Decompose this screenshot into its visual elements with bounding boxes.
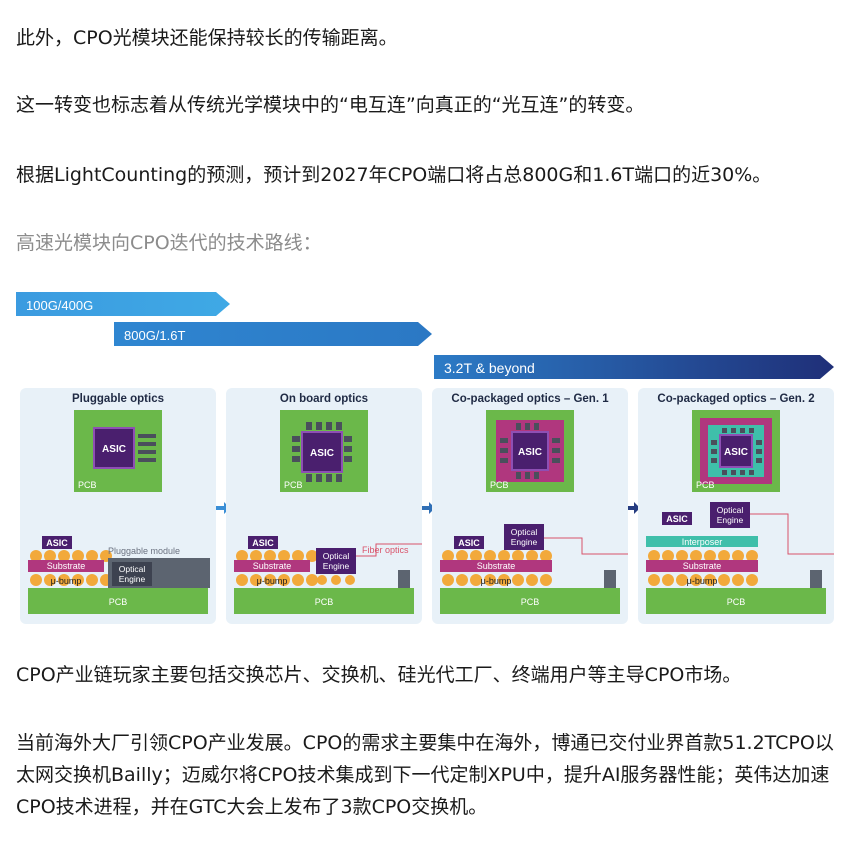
optical-engine: [112, 562, 152, 586]
pcb-base: [234, 588, 414, 614]
substrate-label: Substrate: [477, 561, 516, 571]
interposer-label: Interposer: [682, 537, 723, 547]
asic-small-label: ASIC: [666, 514, 688, 524]
substrate-label: Substrate: [683, 561, 722, 571]
pcb-base-label: PCB: [315, 597, 334, 607]
panel-title: Co-packaged optics – Gen. 2: [657, 393, 814, 405]
paragraph-cpo-distance: 此外，CPO光模块还能保持较长的传输距离。: [16, 27, 398, 49]
asic-chip: [93, 427, 135, 469]
substrate: [646, 560, 758, 572]
interposer: [646, 536, 758, 547]
pcb-base-label: PCB: [521, 597, 540, 607]
panel-on-board-optics: On board optics ASIC PCB ASIC Substrate …: [226, 388, 422, 624]
paragraph-lightcounting-forecast: 根据LightCounting的预测，预计到2027年CPO端口将占总800G和…: [16, 164, 772, 186]
arrow-3-2t-beyond-label: 3.2T & beyond: [444, 360, 535, 376]
optical-engine: [710, 502, 750, 528]
connector-block: [398, 570, 410, 588]
substrate-label: Substrate: [253, 561, 292, 571]
fiber-optics-label: Fiber optics: [362, 545, 409, 555]
asic-label: ASIC: [310, 448, 334, 459]
optical-engine: [316, 548, 356, 574]
asic-label: ASIC: [102, 444, 126, 455]
fiber-line: [544, 537, 628, 555]
optical-engine: [504, 524, 544, 550]
arrow-800g-1-6t: [114, 322, 432, 346]
figure-caption: 高速光模块向CPO迭代的技术路线：: [16, 232, 322, 254]
asic-chip: [301, 431, 343, 473]
pcb-label: PCB: [696, 480, 715, 490]
connector-block: [810, 570, 822, 588]
paragraph-interconnect-shift: 这一转变也标志着从传统光学模块中的“电互连”向真正的“光互连”的转变。: [16, 94, 645, 116]
substrate: [234, 560, 310, 572]
substrate: [28, 560, 104, 572]
asic-small-label: ASIC: [252, 538, 274, 548]
asic-small: [248, 536, 278, 549]
cpo-roadmap-figure: 100G/400G 800G/1.6T 3.2T & beyond Plugga…: [16, 292, 834, 624]
panel-pluggable-optics: Pluggable optics ASIC PCB ASIC Substrate…: [20, 388, 216, 624]
asic-label: ASIC: [724, 447, 748, 458]
panel-title: Pluggable optics: [72, 393, 164, 405]
paragraph-overseas-leaders: 当前海外大厂引领CPO产业发展。CPO的需求主要集中在海外，博通已交付业界首款5…: [16, 732, 834, 818]
bump-label: μ-bump: [687, 576, 718, 586]
paragraph-cpo-industry-chain: CPO产业链玩家主要包括交换芯片、交换机、硅光代工厂、终端用户等主导CPO市场。: [16, 664, 742, 686]
bump-label: μ-bump: [257, 576, 288, 586]
bump-label: μ-bump: [481, 576, 512, 586]
asic-small-label: ASIC: [46, 538, 68, 548]
arrow-100g-400g-label: 100G/400G: [26, 298, 93, 313]
pluggable-module-label: Pluggable module: [108, 546, 180, 556]
substrate: [440, 560, 552, 572]
arrow-3-2t-beyond: [434, 355, 834, 379]
pcb-base: [440, 588, 620, 614]
asic-label: ASIC: [518, 447, 542, 458]
connector-arrow: [626, 502, 640, 514]
pcb-base-label: PCB: [109, 597, 128, 607]
pcb-label: PCB: [490, 480, 509, 490]
asic-small-label: ASIC: [458, 538, 480, 548]
panel-cpo-gen2: Co-packaged optics – Gen. 2 ASIC PCB ASI…: [638, 388, 834, 624]
pcb-label: PCB: [284, 480, 303, 490]
arrow-100g-400g: [16, 292, 230, 316]
asic-small: [454, 536, 484, 549]
bump-label: μ-bump: [51, 576, 82, 586]
panel-title: Co-packaged optics – Gen. 1: [451, 393, 609, 405]
panel-title: On board optics: [280, 393, 368, 405]
substrate-label: Substrate: [47, 561, 86, 571]
asic-small: [662, 512, 692, 525]
connector-arrow: [421, 502, 435, 514]
asic-chip: [511, 431, 549, 471]
fiber-line: [356, 543, 422, 557]
pcb-base-label: PCB: [727, 597, 746, 607]
pcb-base: [646, 588, 826, 614]
asic-small: [42, 536, 72, 549]
panel-cpo-gen1: Co-packaged optics – Gen. 1 ASIC PCB ASI…: [432, 388, 628, 624]
arrow-800g-1-6t-label: 800G/1.6T: [124, 328, 185, 343]
pcb-label: PCB: [78, 480, 97, 490]
connector-block: [604, 570, 616, 588]
asic-chip: [719, 434, 753, 468]
pcb-base: [28, 588, 208, 614]
fiber-line: [750, 513, 834, 555]
